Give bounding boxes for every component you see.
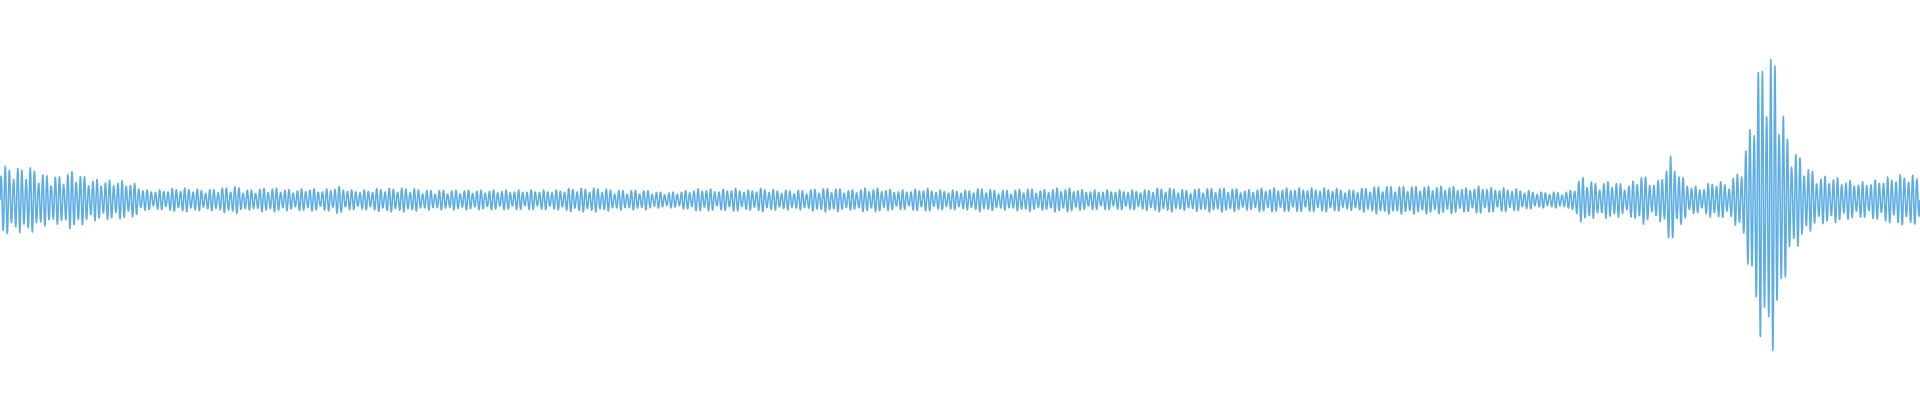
waveform-trace — [0, 58, 1920, 352]
